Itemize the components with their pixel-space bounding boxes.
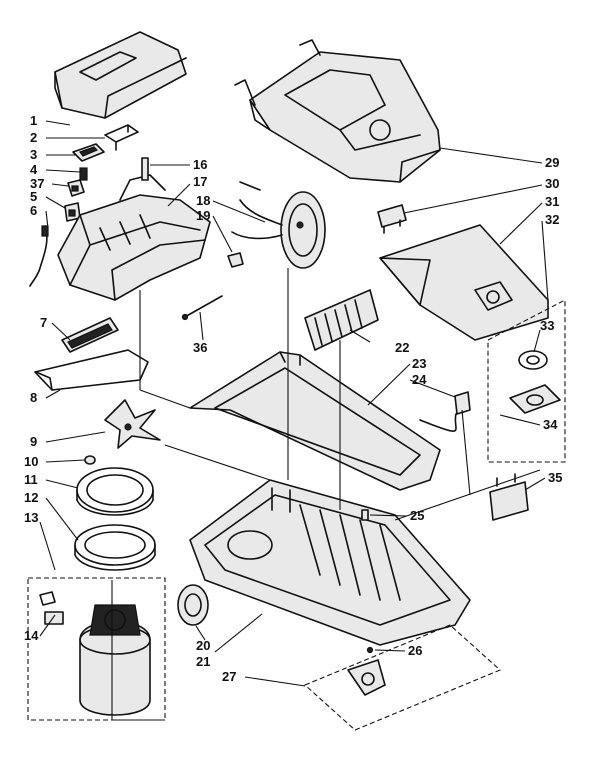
callout-30: 30 xyxy=(545,176,559,191)
callout-22: 22 xyxy=(395,340,409,355)
callout-32: 32 xyxy=(545,212,559,227)
callout-16: 16 xyxy=(193,157,207,172)
part-motor-ring-12 xyxy=(74,524,156,571)
callout-21: 21 xyxy=(196,654,210,669)
part-grille-22 xyxy=(304,289,379,351)
callout-9: 9 xyxy=(30,434,37,449)
callout-33: 33 xyxy=(540,318,554,333)
part-clip-30 xyxy=(377,204,407,234)
part-cord-reel-18 xyxy=(231,181,326,269)
callout-14: 14 xyxy=(24,628,39,643)
callout-3: 3 xyxy=(30,147,37,162)
callout-24: 24 xyxy=(412,372,427,387)
part-cord-connector-24 xyxy=(419,391,471,432)
part-caster-27 xyxy=(303,624,502,731)
part-switch-3 xyxy=(72,143,105,162)
callout-26: 26 xyxy=(408,643,422,658)
callout-8: 8 xyxy=(30,390,37,405)
callout-7: 7 xyxy=(40,315,47,330)
callout-34: 34 xyxy=(543,417,558,432)
part-top-housing-29 xyxy=(234,39,441,183)
callout-12: 12 xyxy=(24,490,38,505)
part-base-frame-23 xyxy=(189,351,441,491)
part-screw-25 xyxy=(361,509,369,521)
part-cord-6 xyxy=(29,225,49,287)
callout-1: 1 xyxy=(30,113,37,128)
part-pin-16 xyxy=(141,157,149,181)
callout-labels: 1 2 3 4 37 5 6 7 8 9 10 11 12 13 14 16 1… xyxy=(24,113,562,684)
part-bracket-2 xyxy=(104,124,139,151)
part-bag-holder-box xyxy=(487,299,566,463)
callout-17: 17 xyxy=(193,174,207,189)
callout-35: 35 xyxy=(548,470,562,485)
callout-10: 10 xyxy=(24,454,38,469)
assembly-lines xyxy=(111,268,541,721)
callout-31: 31 xyxy=(545,194,559,209)
callout-20: 20 xyxy=(196,638,210,653)
part-cap-19 xyxy=(227,252,244,268)
part-main-base-21 xyxy=(189,479,471,646)
callout-11: 11 xyxy=(24,472,38,487)
callout-36: 36 xyxy=(193,340,207,355)
part-switch-button-4 xyxy=(79,167,88,181)
callout-13: 13 xyxy=(24,510,38,525)
part-hood-assembly xyxy=(57,174,211,301)
part-wheel-20 xyxy=(177,584,209,626)
callout-5: 5 xyxy=(30,189,37,204)
callout-6: 6 xyxy=(30,203,37,218)
part-top-cover xyxy=(54,31,187,119)
callout-leaders xyxy=(39,120,549,687)
part-dust-bag-31 xyxy=(379,224,549,341)
part-plate-8 xyxy=(34,349,149,391)
callout-25: 25 xyxy=(410,508,424,523)
callout-19: 19 xyxy=(196,208,210,223)
callout-23: 23 xyxy=(412,356,426,371)
callout-29: 29 xyxy=(545,155,559,170)
part-rod-36 xyxy=(181,295,223,321)
callout-37: 37 xyxy=(30,176,44,191)
part-knob-37 xyxy=(67,179,85,197)
callout-27: 27 xyxy=(222,669,236,684)
callout-18: 18 xyxy=(196,193,210,208)
part-fan-9 xyxy=(104,399,161,449)
part-bracket-35 xyxy=(489,473,529,521)
part-motor-group-13 xyxy=(27,577,166,721)
part-gasket-11 xyxy=(76,467,154,516)
callout-2: 2 xyxy=(30,130,37,145)
part-nut-10 xyxy=(84,455,96,465)
part-filter-7 xyxy=(61,317,119,353)
callout-4: 4 xyxy=(30,162,38,177)
